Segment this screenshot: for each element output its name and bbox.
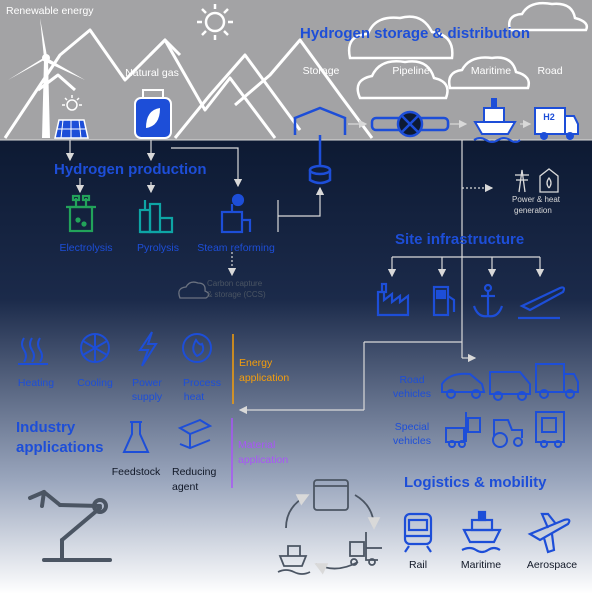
factory-icon: [376, 282, 410, 317]
van-icon: [489, 371, 531, 401]
electrolysis-icon: [66, 194, 96, 233]
wind-turbine-icon: [8, 18, 85, 138]
logistics-cycle: [277, 479, 382, 575]
power-supply-label-line1: Power: [132, 377, 162, 389]
site-infrastructure-title: Site infrastructure: [395, 231, 525, 248]
power-heat-label-line2: generation: [514, 206, 552, 215]
logistics-mobility-title: Logistics & mobility: [404, 474, 547, 491]
steam-reforming-label: Steam reforming: [197, 242, 275, 254]
electrolysis-label: Electrolysis: [59, 242, 113, 254]
lightning-icon: [138, 331, 158, 367]
reducing-agent-label-line2: agent: [172, 481, 199, 493]
forklift-icon: [445, 412, 481, 448]
power-heat-label-line1: Power & heat: [512, 195, 561, 204]
hydrogen-production-title: Hydrogen production: [54, 161, 207, 178]
rail-label: Rail: [408, 559, 428, 571]
flask-icon: [122, 421, 150, 453]
truck-icon: [535, 363, 579, 399]
storage-icon: [293, 106, 347, 185]
garbage-truck-icon: [535, 411, 565, 448]
pyrolysis-icon: [138, 200, 174, 234]
road-vehicles-label-line2: vehicles: [393, 388, 431, 400]
energy-application-label-line1: Energy: [239, 357, 273, 369]
renewable-energy-label: Renewable energy: [6, 5, 94, 17]
train-icon: [403, 512, 433, 553]
pipeline-label: Pipeline: [392, 65, 430, 77]
aerospace-label: Aerospace: [526, 559, 578, 571]
underground-band: [0, 140, 592, 594]
maritime-label: Maritime: [470, 65, 512, 77]
ship-icon: [461, 510, 502, 554]
fuel-station-icon: [432, 285, 456, 317]
steel-beam-icon: [177, 418, 213, 450]
process-heat-label-line2: heat: [183, 391, 205, 403]
ccs-label-line2: & storage (CCS): [207, 290, 266, 299]
tractor-icon: [492, 419, 523, 448]
road-vehicles-label-line1: Road: [399, 374, 425, 386]
storage-label: Storage: [302, 65, 340, 77]
airplane-takeoff-icon: [518, 286, 566, 320]
reducing-agent-label-line1: Reducing: [172, 466, 217, 478]
gas-cylinder-icon: [134, 89, 172, 139]
sun-icon: [197, 4, 233, 40]
maritime-mobility-label: Maritime: [460, 559, 502, 571]
heating-icon: [18, 337, 48, 365]
airplane-icon: [527, 512, 571, 554]
energy-application-label-line2: application: [239, 372, 290, 384]
cooling-label: Cooling: [77, 377, 113, 389]
h2-label: H2: [543, 112, 555, 122]
storage-distribution-title: Hydrogen storage & distribution: [300, 25, 531, 42]
pyrolysis-label: Pyrolysis: [136, 242, 180, 254]
industry-applications-title-line2: applications: [16, 439, 104, 456]
road-label: Road: [537, 65, 563, 77]
industry-applications-title-line1: Industry: [16, 419, 76, 436]
ship-icon: [473, 98, 521, 143]
cloud-icon: [347, 1, 589, 100]
house-heat-icon: [539, 168, 559, 193]
special-vehicles-label-line2: vehicles: [393, 435, 431, 447]
power-supply-label-line2: supply: [131, 391, 163, 403]
truck-icon: [534, 107, 579, 140]
pipeline-icon: [370, 110, 450, 138]
power-pylon-icon: [515, 169, 529, 193]
steam-reforming-icon: [220, 193, 252, 234]
special-vehicles-label-line1: Special: [394, 421, 430, 433]
heating-label: Heating: [17, 377, 55, 389]
anchor-icon: [472, 283, 504, 318]
natural-gas-label: Natural gas: [125, 67, 179, 79]
ccs-cloud-icon: [178, 281, 210, 299]
process-heat-label-line1: Process: [183, 377, 221, 389]
process-heat-icon: [182, 333, 212, 363]
material-application-label-line2: application: [238, 454, 289, 466]
ccs-label-line1: Carbon capture: [207, 279, 263, 288]
material-application-label-line1: Material: [238, 439, 276, 451]
feedstock-label: Feedstock: [111, 466, 161, 478]
snowflake-icon: [80, 333, 110, 363]
robot-arm-icon: [28, 490, 112, 562]
car-icon: [441, 372, 486, 399]
solar-panel-icon: [54, 95, 89, 139]
